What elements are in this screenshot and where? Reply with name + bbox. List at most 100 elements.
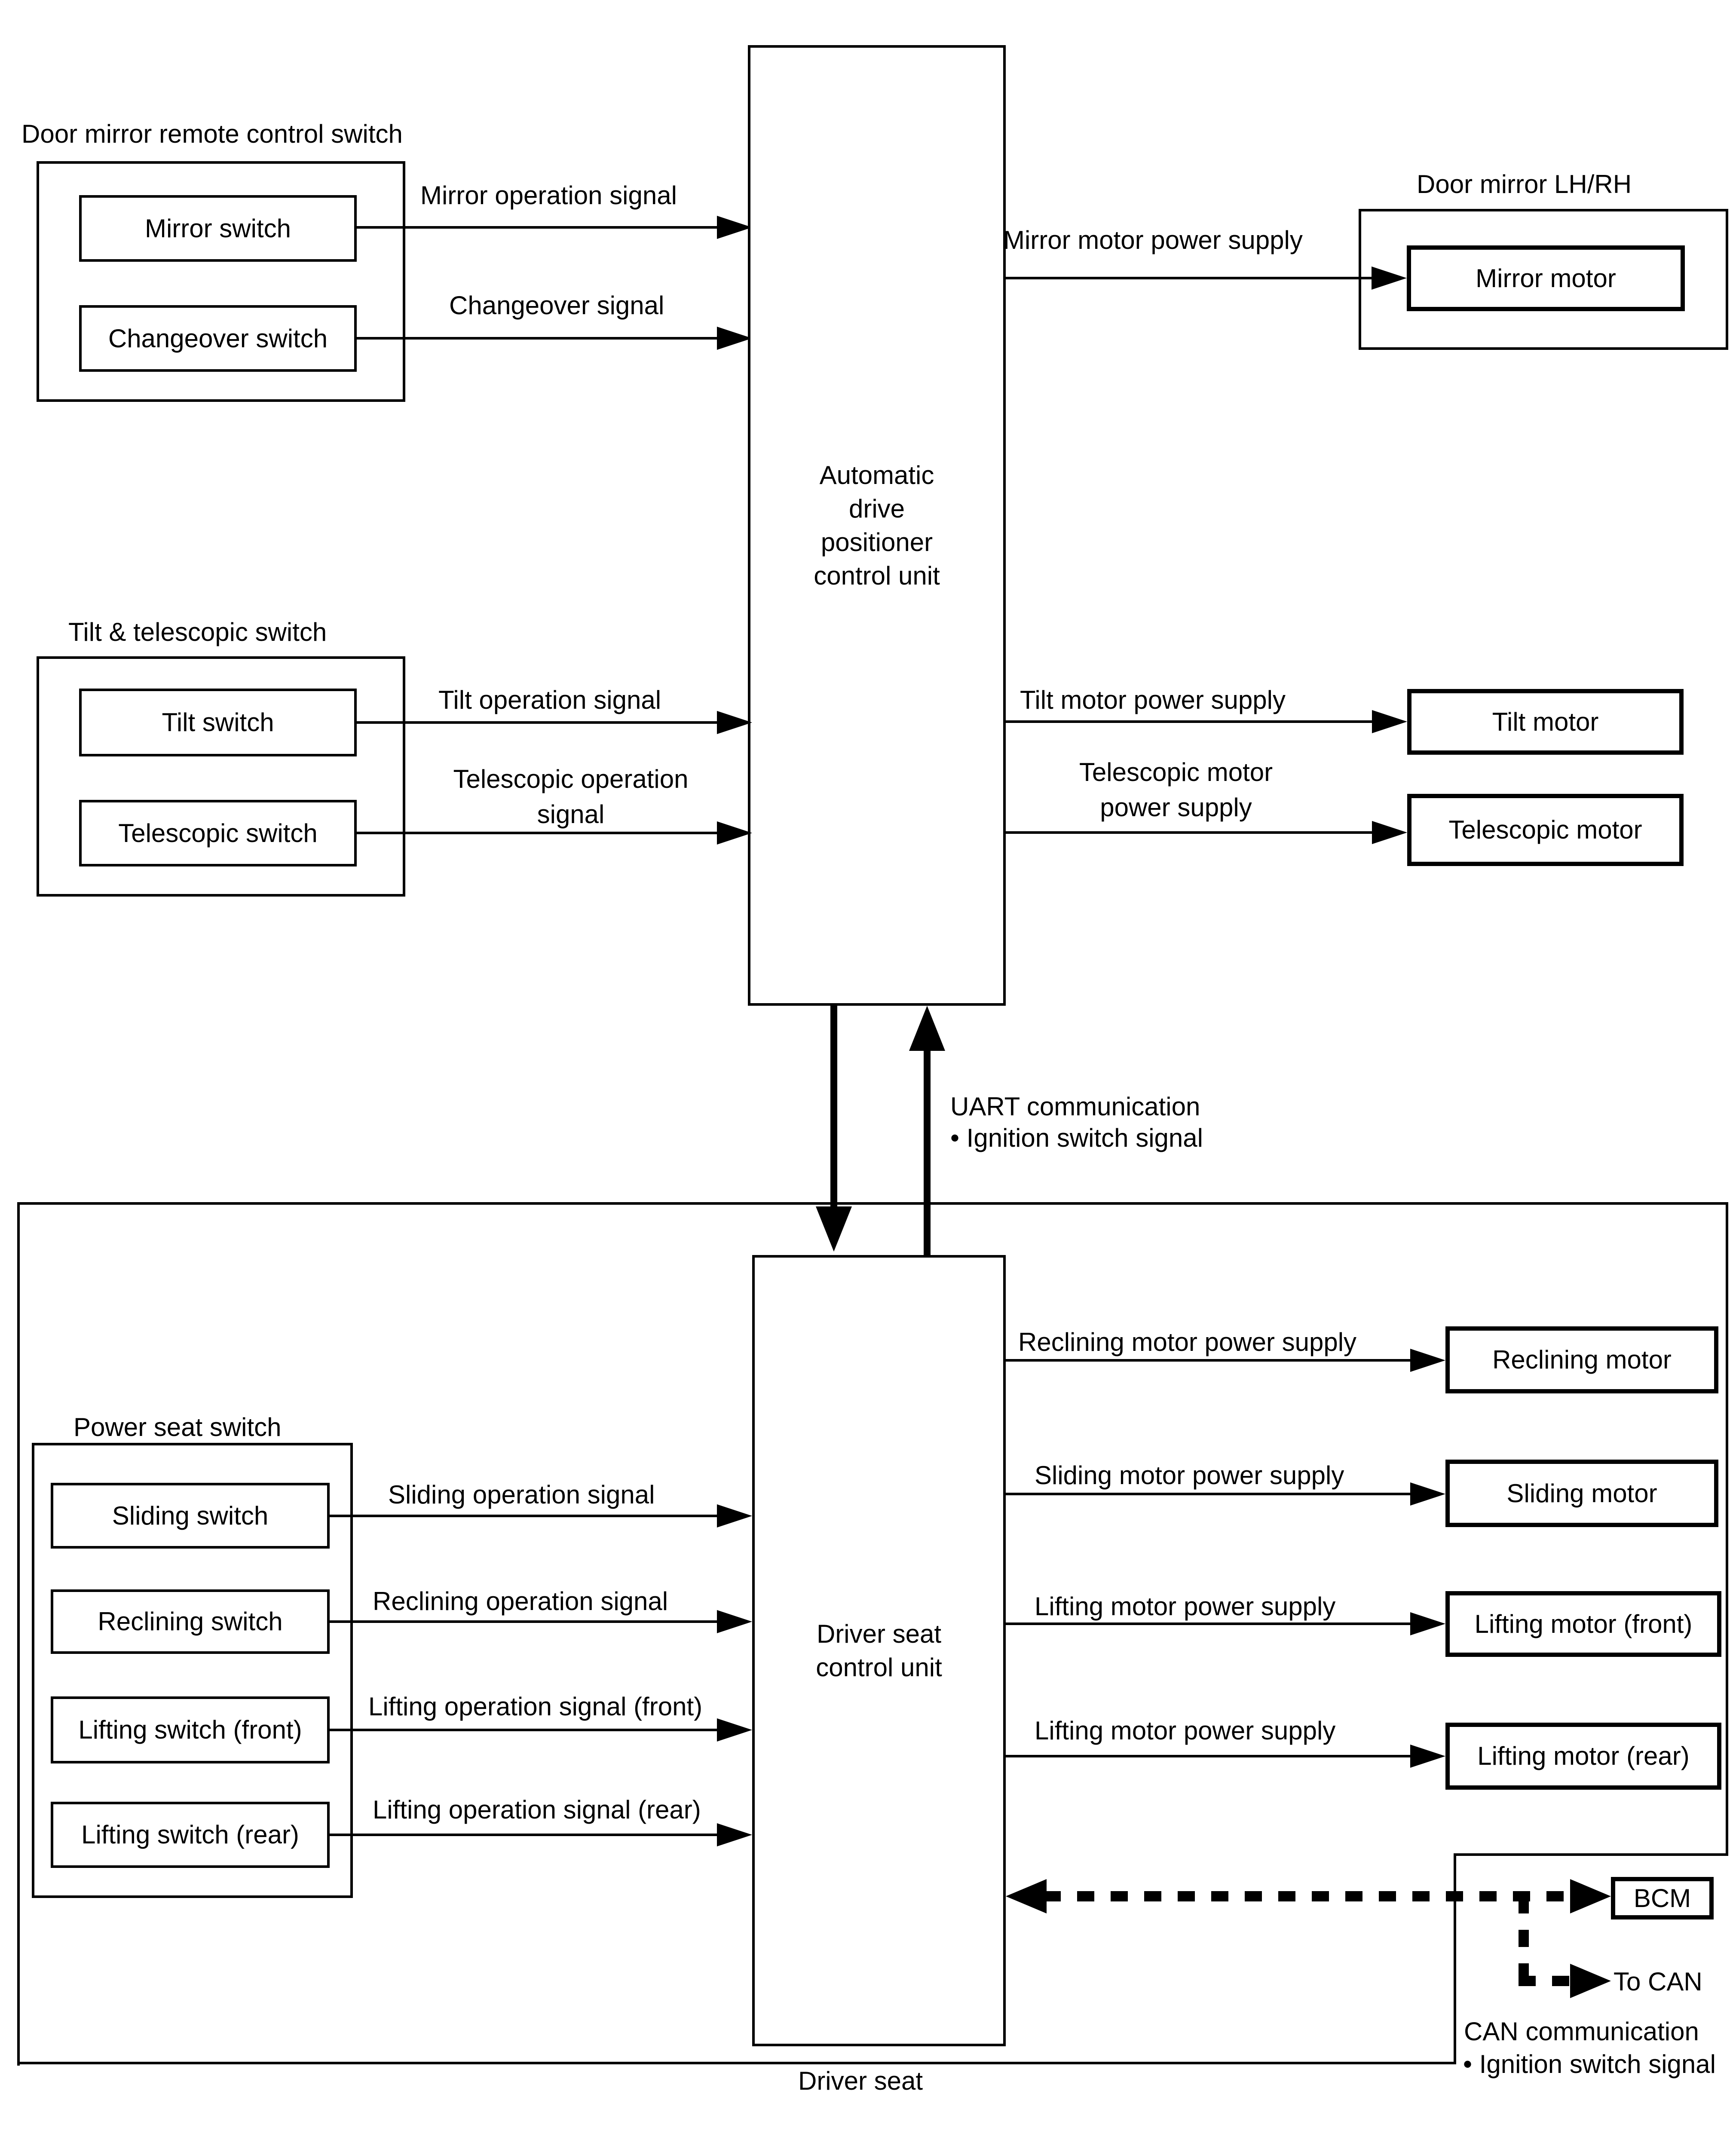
- telescopic-operation-signal-label: Telescopic operation signal: [453, 765, 689, 829]
- mirror-operation-signal-label: Mirror operation signal: [420, 181, 677, 210]
- lifting-motor-rear-box: Lifting motor (rear): [1445, 1723, 1721, 1790]
- telescopic-motor-label: Telescopic motor: [1448, 815, 1642, 844]
- door-mirror-remote-switch-title: Door mirror remote control switch: [21, 119, 403, 148]
- lifting-switch-rear-box: Lifting switch (rear): [51, 1802, 330, 1868]
- adp-control-unit-label: Automatic: [819, 460, 934, 490]
- changeover-switch-box: Changeover switch: [79, 305, 357, 372]
- lifting-motor-power-supply-front-label: Lifting motor power supply: [1035, 1592, 1336, 1621]
- lifting-motor-rear-label: Lifting motor (rear): [1477, 1742, 1690, 1770]
- can-communication-label: CAN communication: [1464, 2017, 1699, 2046]
- changeover-arrowhead: [717, 327, 752, 350]
- telescopic-operation-arrow-line: [357, 832, 720, 834]
- tilt-switch-box: Tilt switch: [79, 689, 357, 756]
- lifting-motor-front-supply-arrowhead: [1410, 1612, 1445, 1635]
- sliding-operation-arrowhead: [717, 1504, 752, 1528]
- sliding-motor-supply-arrowhead: [1410, 1482, 1445, 1506]
- sliding-operation-signal-label: Sliding operation signal: [388, 1480, 655, 1509]
- reclining-operation-arrow-line: [330, 1620, 720, 1623]
- changeover-signal-label: Changeover signal: [449, 291, 664, 320]
- reclining-motor-supply-arrowhead: [1410, 1349, 1445, 1372]
- reclining-switch-box: Reclining switch: [51, 1589, 330, 1654]
- uart-up-arrow-line: [924, 1049, 931, 1255]
- telescopic-motor-box: Telescopic motor: [1407, 794, 1684, 866]
- sliding-motor-supply-arrow-line: [1006, 1493, 1414, 1495]
- lifting-switch-front-label: Lifting switch (front): [78, 1715, 302, 1744]
- lifting-operation-front-arrow-line: [330, 1729, 720, 1731]
- door-mirror-lhrh-group: [1359, 209, 1728, 350]
- sliding-operation-arrow-line: [330, 1515, 720, 1517]
- uart-ignition-signal-label: • Ignition switch signal: [950, 1123, 1203, 1152]
- can-bus-dashed-line: [1044, 1891, 1572, 1901]
- lifting-motor-rear-supply-arrowhead: [1410, 1745, 1445, 1768]
- lifting-switch-front-box: Lifting switch (front): [51, 1696, 330, 1763]
- lifting-operation-rear-arrowhead: [717, 1823, 752, 1846]
- lifting-operation-signal-front-label: Lifting operation signal (front): [368, 1692, 703, 1721]
- driver-seat-border-bottom: [17, 2062, 1456, 2064]
- lifting-operation-signal-rear-label: Lifting operation signal (rear): [373, 1795, 701, 1824]
- driver-seat-control-unit-label: Driver seat: [816, 1619, 942, 1648]
- to-can-arrowhead: [1570, 1964, 1611, 1998]
- lifting-operation-rear-arrow-line: [330, 1834, 720, 1836]
- changeover-arrow-line: [357, 337, 720, 340]
- sliding-motor-power-supply-label: Sliding motor power supply: [1035, 1461, 1344, 1490]
- telescopic-motor-supply-arrowhead: [1372, 821, 1407, 844]
- mirror-operation-arrowhead: [717, 216, 752, 239]
- tilt-motor-supply-arrow-line: [1006, 720, 1374, 723]
- power-seat-switch-title: Power seat switch: [73, 1413, 282, 1442]
- lifting-operation-front-arrowhead: [717, 1718, 752, 1742]
- mirror-operation-arrow-line: [357, 226, 720, 229]
- mirror-switch-label: Mirror switch: [145, 214, 291, 243]
- uart-up-arrowhead: [909, 1006, 945, 1051]
- reclining-operation-arrowhead: [717, 1610, 752, 1633]
- changeover-switch-label: Changeover switch: [108, 324, 328, 353]
- uart-communication-label: UART communication: [950, 1092, 1200, 1121]
- can-bus-right-arrowhead: [1570, 1879, 1611, 1913]
- tilt-motor-power-supply-label: Tilt motor power supply: [1020, 686, 1286, 714]
- mirror-motor-label: Mirror motor: [1476, 263, 1616, 293]
- driver-seat-border-notch-left: [1454, 1853, 1456, 2064]
- tilt-operation-arrow-line: [357, 721, 720, 724]
- mirror-motor-box: Mirror motor: [1407, 245, 1685, 311]
- bcm-box: BCM: [1611, 1877, 1714, 1919]
- driver-seat-caption: Driver seat: [798, 2066, 923, 2095]
- reclining-operation-signal-label: Reclining operation signal: [373, 1587, 668, 1616]
- sliding-switch-box: Sliding switch: [51, 1483, 330, 1549]
- reclining-motor-label: Reclining motor: [1492, 1345, 1672, 1374]
- telescopic-switch-label: Telescopic switch: [118, 818, 318, 848]
- lifting-motor-front-supply-arrow-line: [1006, 1622, 1414, 1625]
- can-bus-left-arrowhead: [1006, 1879, 1047, 1913]
- lifting-motor-rear-supply-arrow-line: [1006, 1755, 1414, 1757]
- telescopic-motor-supply-arrow-line: [1006, 831, 1374, 834]
- reclining-motor-box: Reclining motor: [1445, 1326, 1718, 1393]
- mirror-motor-supply-arrow-line: [1006, 277, 1375, 279]
- reclining-motor-supply-arrow-line: [1006, 1359, 1414, 1362]
- tilt-switch-label: Tilt switch: [162, 708, 274, 737]
- lifting-motor-power-supply-rear-label: Lifting motor power supply: [1035, 1716, 1336, 1745]
- door-mirror-remote-switch-group: [37, 161, 405, 402]
- power-seat-switch-group: [32, 1443, 353, 1898]
- lifting-motor-front-label: Lifting motor (front): [1474, 1609, 1693, 1638]
- mirror-motor-supply-arrowhead: [1372, 266, 1407, 290]
- mirror-motor-power-supply-label: Mirror motor power supply: [1003, 226, 1303, 254]
- uart-down-arrowhead: [816, 1206, 852, 1252]
- driver-seat-border-notch-top: [1454, 1853, 1728, 1856]
- reclining-switch-label: Reclining switch: [98, 1607, 283, 1636]
- uart-down-arrow-line: [830, 1006, 837, 1211]
- can-branch-dashed-line: [1519, 1896, 1529, 1986]
- tilt-motor-supply-arrowhead: [1372, 710, 1407, 733]
- adp-control-unit-box: Automatic drive positioner control unit: [748, 45, 1006, 1006]
- tilt-telescopic-switch-group: [37, 656, 405, 897]
- door-mirror-lhrh-title: Door mirror LH/RH: [1417, 170, 1632, 199]
- to-can-label: To CAN: [1614, 1967, 1702, 1996]
- to-can-dashed-line: [1519, 1976, 1572, 1986]
- tilt-motor-box: Tilt motor: [1407, 689, 1684, 755]
- tilt-operation-signal-label: Tilt operation signal: [438, 686, 661, 714]
- can-ignition-signal-label: • Ignition switch signal: [1463, 2050, 1716, 2079]
- sliding-switch-label: Sliding switch: [112, 1501, 269, 1530]
- driver-seat-border-top: [17, 1202, 1728, 1205]
- telescopic-motor-power-supply-label: Telescopic motor power supply: [1079, 758, 1273, 822]
- driver-seat-border-right: [1726, 1202, 1728, 1856]
- bcm-label: BCM: [1633, 1883, 1691, 1913]
- reclining-motor-power-supply-label: Reclining motor power supply: [1018, 1328, 1357, 1356]
